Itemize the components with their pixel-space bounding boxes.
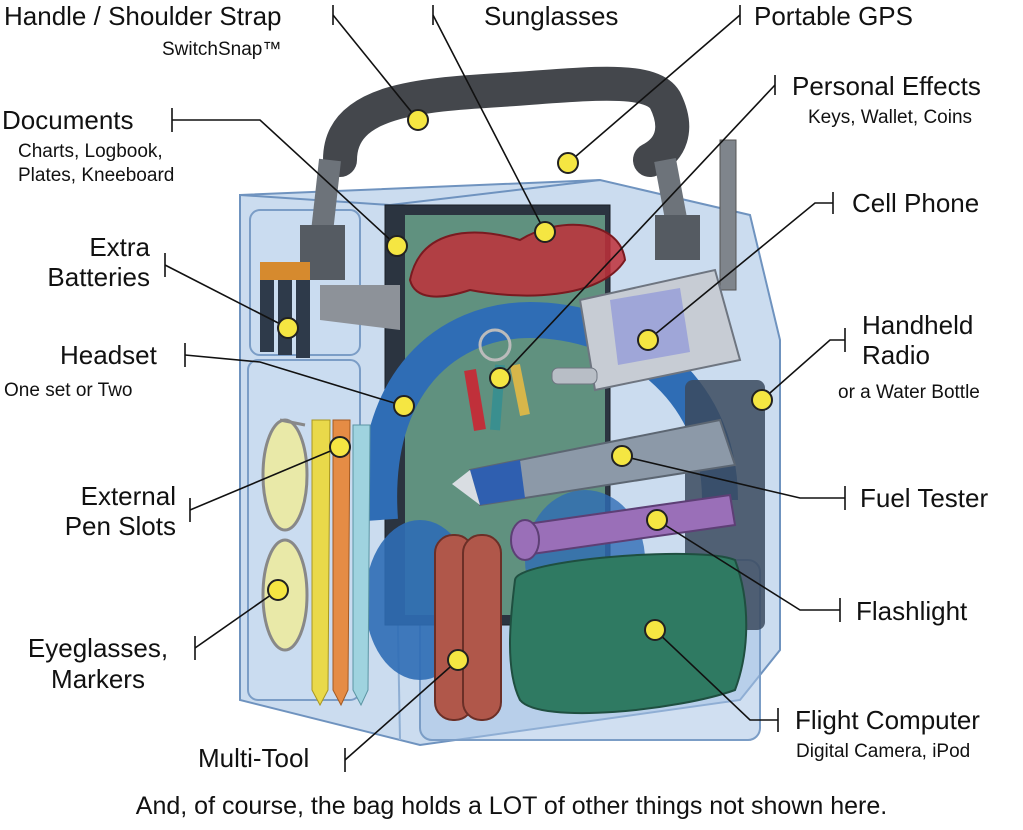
headset-sublabel: One set or Two bbox=[4, 380, 133, 401]
personal-effects-label: Personal Effects bbox=[792, 71, 981, 101]
marker-documents bbox=[386, 235, 408, 257]
marker-headset bbox=[393, 395, 415, 417]
pen-slots-label-line1: External bbox=[80, 481, 176, 511]
sunglasses-shape bbox=[408, 223, 627, 298]
fuel-tester-shape bbox=[452, 418, 737, 507]
antenna-shape bbox=[719, 139, 737, 291]
fuel-tester-label: Fuel Tester bbox=[860, 483, 989, 513]
radio-sublabel: or a Water Bottle bbox=[838, 382, 980, 403]
cell-phone-label: Cell Phone bbox=[852, 188, 980, 218]
marker-gps bbox=[557, 152, 579, 174]
flashlight-shape bbox=[510, 493, 737, 561]
handle-sublabel: SwitchSnap™ bbox=[162, 39, 282, 60]
marker-multitool bbox=[447, 649, 469, 671]
flashlight-label: Flashlight bbox=[856, 596, 968, 626]
batteries-label-line1: Extra bbox=[89, 232, 150, 262]
radio-label-line2: Radio bbox=[862, 340, 930, 370]
marker-batteries bbox=[277, 317, 299, 339]
flight-computer-label: Flight Computer bbox=[795, 705, 980, 735]
footer-note: And, of course, the bag holds a LOT of o… bbox=[135, 792, 888, 820]
item-markers bbox=[267, 109, 773, 671]
marker-personal-effects bbox=[489, 367, 511, 389]
marker-flashlight bbox=[646, 509, 668, 531]
batteries-label-line2: Batteries bbox=[47, 262, 150, 292]
marker-cell-phone bbox=[637, 329, 659, 351]
handle-label: Handle / Shoulder Strap bbox=[4, 1, 282, 31]
flight-computer-shape bbox=[509, 552, 748, 715]
documents-sublabel-1: Charts, Logbook, bbox=[18, 141, 163, 162]
handle-strap bbox=[300, 66, 700, 330]
personal-effects-sublabel: Keys, Wallet, Coins bbox=[808, 107, 973, 128]
marker-eyeglasses bbox=[267, 579, 289, 601]
marker-handle bbox=[407, 109, 429, 131]
pens-shape bbox=[311, 419, 371, 707]
multitool-label: Multi-Tool bbox=[198, 743, 310, 773]
marker-pen-slots bbox=[329, 436, 351, 458]
pen-slots-label-line2: Pen Slots bbox=[64, 511, 176, 541]
multitool-shape bbox=[434, 534, 502, 721]
documents-label: Documents bbox=[2, 105, 134, 135]
radio-label-line1: Handheld bbox=[862, 310, 974, 340]
eyeglasses-label-line1: Eyeglasses, bbox=[27, 633, 169, 663]
gps-label: Portable GPS bbox=[754, 1, 913, 31]
batteries-shape bbox=[260, 262, 310, 358]
marker-flight-computer bbox=[644, 619, 666, 641]
documents-sublabel-2: Plates, Kneeboard bbox=[18, 165, 175, 186]
marker-sunglasses bbox=[534, 221, 556, 243]
headset-label: Headset bbox=[60, 340, 157, 370]
marker-radio bbox=[751, 389, 773, 411]
leader-lines bbox=[164, 5, 846, 772]
marker-fuel-tester bbox=[611, 445, 633, 467]
flight-computer-sublabel: Digital Camera, iPod bbox=[796, 741, 971, 762]
sunglasses-label: Sunglasses bbox=[484, 1, 619, 31]
eyeglasses-label-line2: Markers bbox=[51, 664, 145, 694]
